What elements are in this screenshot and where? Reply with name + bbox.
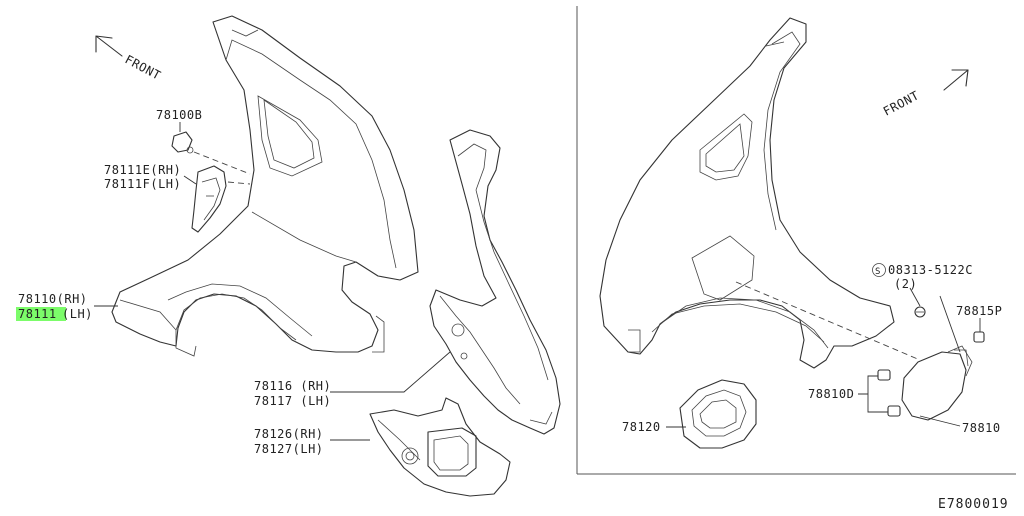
leader-78111e xyxy=(183,175,197,185)
label-78111-side: (LH) xyxy=(62,307,93,321)
wheelhouse-78126 xyxy=(369,397,511,497)
standard-part-icon xyxy=(872,263,886,277)
part-highlight xyxy=(16,307,66,321)
label-78810d: 78810D xyxy=(808,387,854,401)
label-78117: 78117 (LH) xyxy=(254,394,331,408)
label-78126: 78126(RH) xyxy=(254,427,324,441)
label-78111f: 78111F(LH) xyxy=(104,177,181,191)
label-78110: 78110(RH) xyxy=(18,292,88,306)
diagram-code: E7800019 xyxy=(938,497,1009,512)
assembly-line-bracket xyxy=(227,181,251,185)
rear-fender-panel xyxy=(111,15,419,357)
leader-screw-lid xyxy=(939,295,961,353)
label-78100b: 78100B xyxy=(156,108,202,122)
clip-78815p xyxy=(973,331,985,343)
bumper-78810d xyxy=(877,369,901,417)
label-78116: 78116 (RH) xyxy=(254,379,331,393)
front-label-right: FRONT xyxy=(881,88,922,118)
label-08313-qty: (2) xyxy=(894,277,917,291)
rear-fender-panel-right xyxy=(599,17,895,369)
assembly-line-lid xyxy=(735,281,921,361)
label-78111e: 78111E(RH) xyxy=(104,163,181,177)
label-08313-prefix: S xyxy=(875,267,881,277)
assembly-line-clip xyxy=(193,151,251,175)
label-78120: 78120 xyxy=(622,420,661,434)
inner-pillar-78116 xyxy=(429,129,561,435)
fuel-lid-78810 xyxy=(901,345,973,421)
label-78127: 78127(LH) xyxy=(254,442,324,456)
label-78810: 78810 xyxy=(962,421,1001,435)
clip-78100b xyxy=(171,131,194,154)
leader-78810 xyxy=(919,415,961,427)
fuel-base-78120 xyxy=(679,379,757,449)
front-arrow-icon xyxy=(95,35,123,57)
front-label-left: FRONT xyxy=(123,52,164,82)
front-arrow-icon-right xyxy=(943,69,969,91)
leader-08313 xyxy=(909,287,921,307)
label-08313: 08313-5122C xyxy=(888,263,973,277)
label-78815p: 78815P xyxy=(956,304,1002,318)
bracket-78111e xyxy=(191,165,227,233)
leader-78810d xyxy=(858,375,888,413)
leader-78116 xyxy=(330,351,451,393)
screw-08313 xyxy=(914,306,926,318)
label-78111[interactable]: 78111 xyxy=(18,307,57,321)
